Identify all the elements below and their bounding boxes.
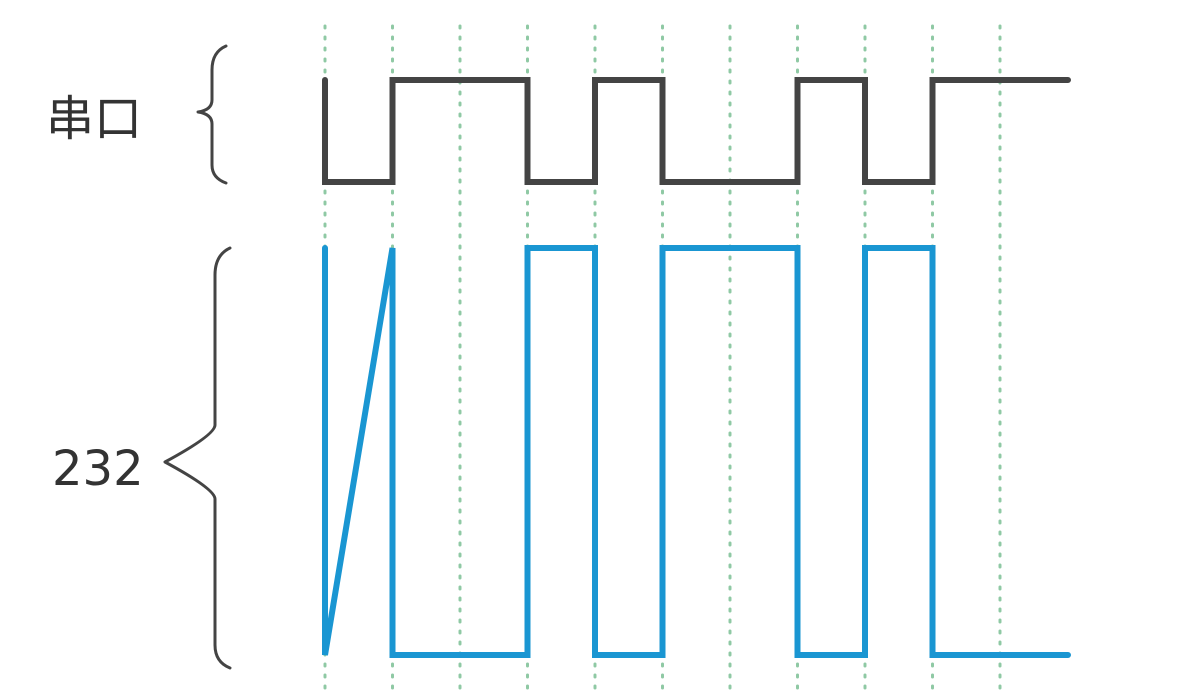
serial-waveform xyxy=(322,77,1071,185)
rs232-label: 232 xyxy=(52,441,144,497)
rs232-brace xyxy=(163,246,232,670)
serial-brace xyxy=(196,44,228,185)
serial-label: 串口 xyxy=(46,91,143,147)
rs232-waveform xyxy=(322,245,1071,658)
